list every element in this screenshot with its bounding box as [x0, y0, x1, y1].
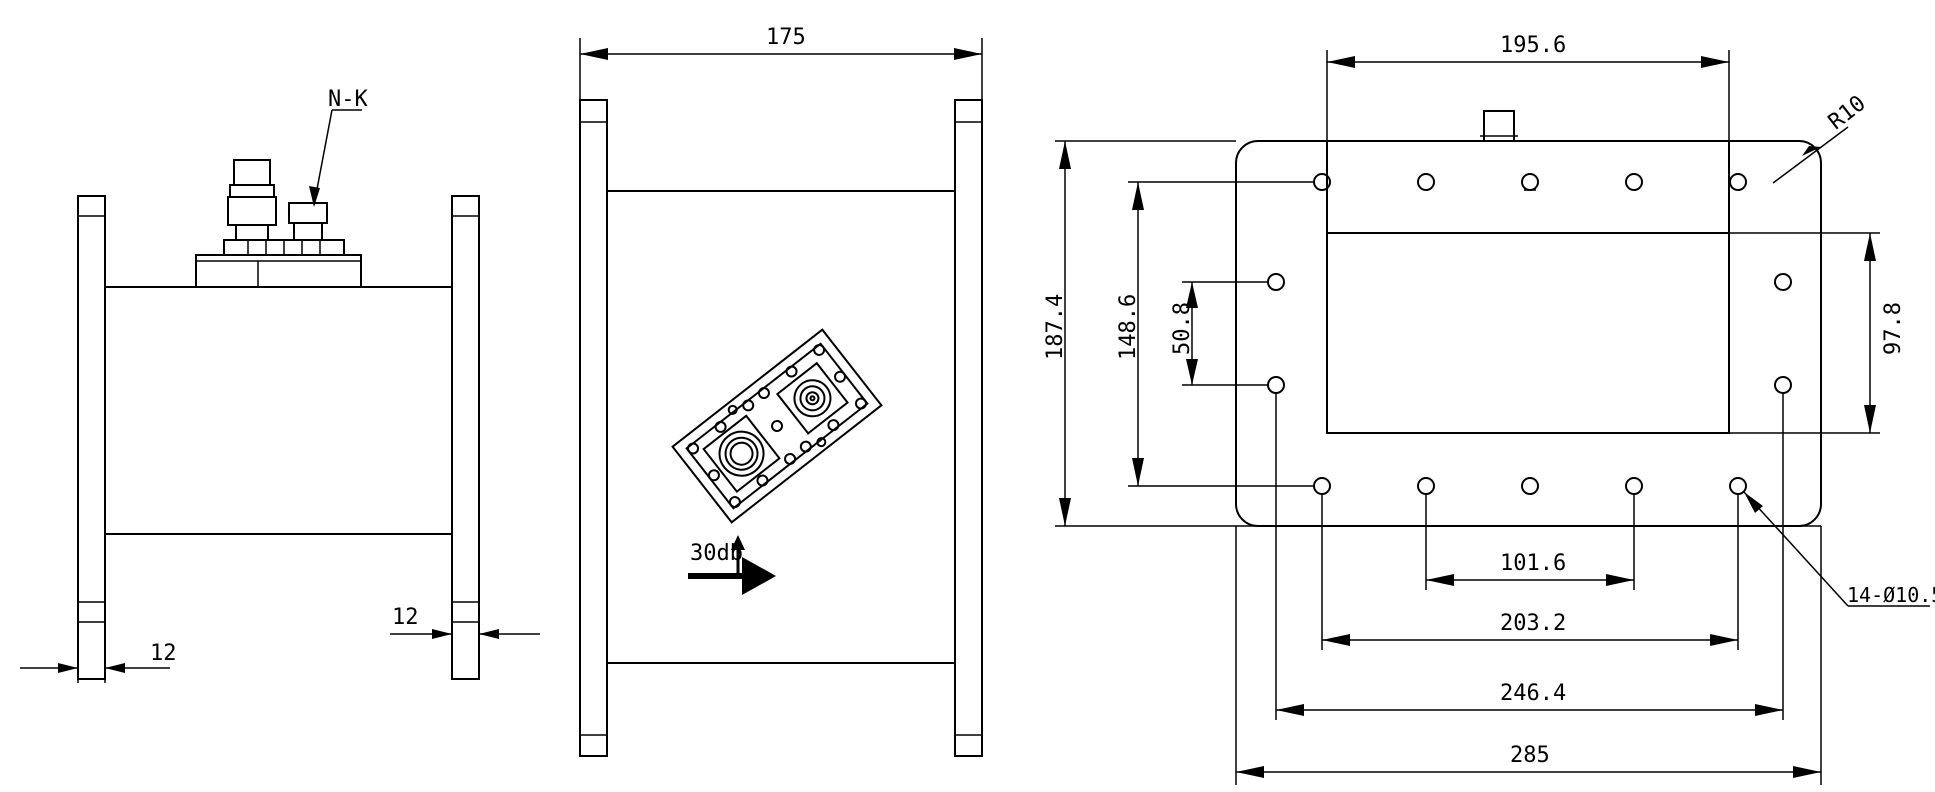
dim-hole-span-top: 195.6 [1500, 33, 1566, 58]
flange-view: 195.6 R10 187.4 148.6 50.8 97.8 [1043, 33, 1935, 785]
top-view: 175 [579, 25, 983, 757]
side-view: N-K 12 12 [20, 87, 540, 683]
dim-hole-span-bottom: 203.2 [1500, 611, 1566, 636]
dim-waveguide-height: 97.8 [1881, 302, 1906, 355]
connector-label: N-K [328, 87, 368, 112]
dim-corner-radius: R10 [1824, 91, 1871, 135]
dim-side-hole-pitch: 50.8 [1170, 302, 1195, 355]
dim-side-hole-span: 246.4 [1500, 681, 1566, 706]
dim-hole-pitch-bottom: 101.6 [1500, 551, 1566, 576]
coupling-label: 30db [690, 541, 743, 566]
connector-top-2 [288, 202, 328, 224]
right-flange-top [954, 99, 983, 757]
dim-length: 175 [766, 25, 806, 50]
flange-top-connector [1483, 110, 1515, 142]
dim-flange-left: 12 [150, 641, 177, 666]
connector-top-1 [233, 159, 271, 186]
dim-hole-span-vertical: 148.6 [1116, 294, 1141, 360]
hole-callout: 14-Ø10.5 [1847, 583, 1935, 607]
dim-outer-height: 187.4 [1043, 294, 1068, 360]
dim-flange-right: 12 [392, 605, 419, 630]
flange-outline [1235, 140, 1822, 527]
left-flange [77, 195, 106, 680]
right-flange [451, 195, 480, 680]
waveguide-body-side [104, 286, 453, 535]
bolt-holes [1267, 173, 1792, 495]
connector-base [195, 254, 362, 288]
waveguide-opening [1326, 232, 1730, 434]
dim-outer-width: 285 [1510, 743, 1550, 768]
coupling-direction-arrow [688, 535, 776, 595]
coupler-plate [671, 328, 883, 524]
left-flange-top [579, 99, 608, 757]
